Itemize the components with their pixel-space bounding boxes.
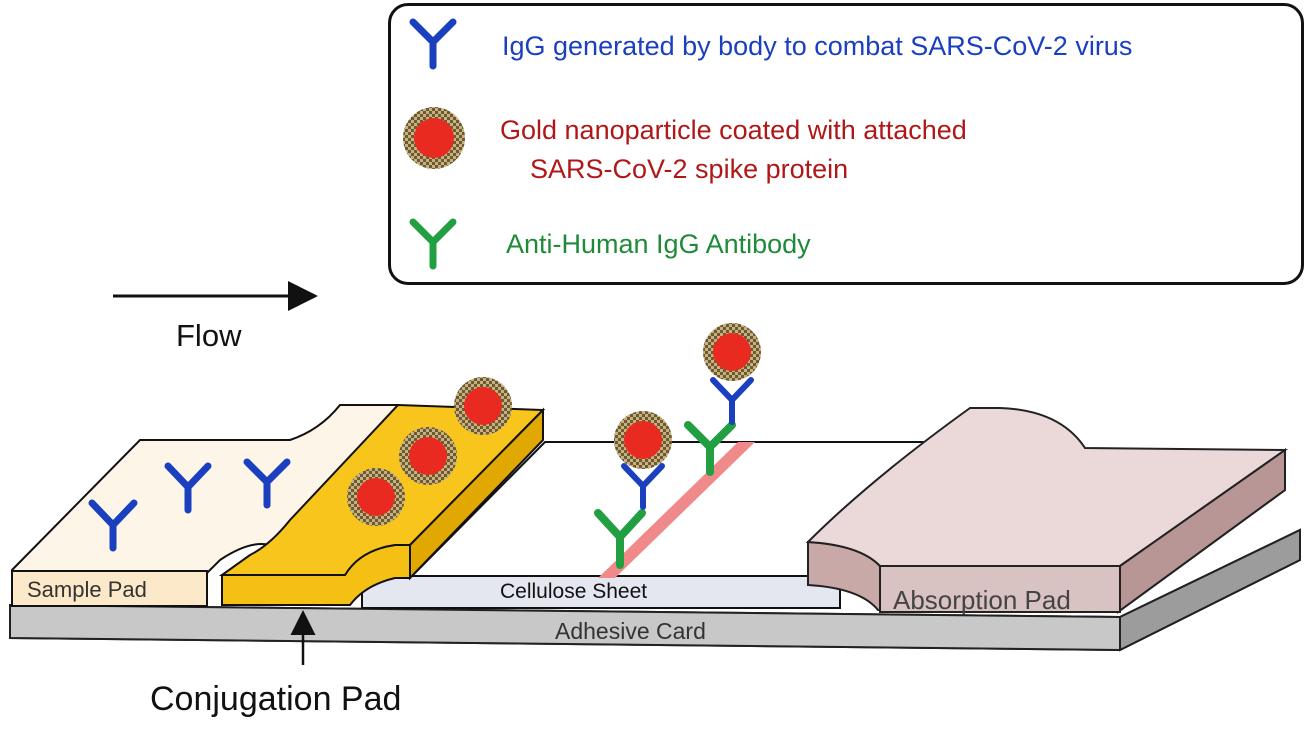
green-antibody-icon xyxy=(409,218,457,270)
blue-antibody-icon xyxy=(409,18,457,70)
cellulose-sheet-label: Cellulose Sheet xyxy=(500,580,648,603)
test-line-complex-1 xyxy=(594,411,672,569)
igg-antibody-1 xyxy=(88,499,138,552)
test-line xyxy=(598,442,755,578)
gold-nanoparticle-icon xyxy=(403,107,465,169)
adhesive-card xyxy=(9,528,1301,652)
flow-label: Flow xyxy=(176,318,242,353)
adhesive-card-label: Adhesive Card xyxy=(555,618,706,644)
igg-antibody-3 xyxy=(243,458,291,509)
conjugation-nanoparticles xyxy=(347,377,512,526)
conjugation-pad-label: Conjugation Pad xyxy=(150,680,402,718)
legend-text-nanoparticle-line2: SARS-CoV-2 spike protein xyxy=(530,154,849,184)
absorption-pad xyxy=(805,407,1289,615)
test-line-complex-2 xyxy=(684,323,761,476)
igg-antibody-2 xyxy=(164,462,212,514)
legend-text-nanoparticle-line1: Gold nanoparticle coated with attached xyxy=(500,115,967,145)
legend-box xyxy=(388,3,1304,285)
legend-text-anti-igg: Anti-Human IgG Antibody xyxy=(506,229,811,259)
sample-igg-antibodies xyxy=(88,458,291,552)
sample-pad-label: Sample Pad xyxy=(27,577,147,602)
absorption-pad-label: Absorption Pad xyxy=(893,585,1071,615)
legend-text-igg: IgG generated by body to combat SARS-CoV… xyxy=(502,31,1133,61)
sample-pad xyxy=(11,404,401,607)
